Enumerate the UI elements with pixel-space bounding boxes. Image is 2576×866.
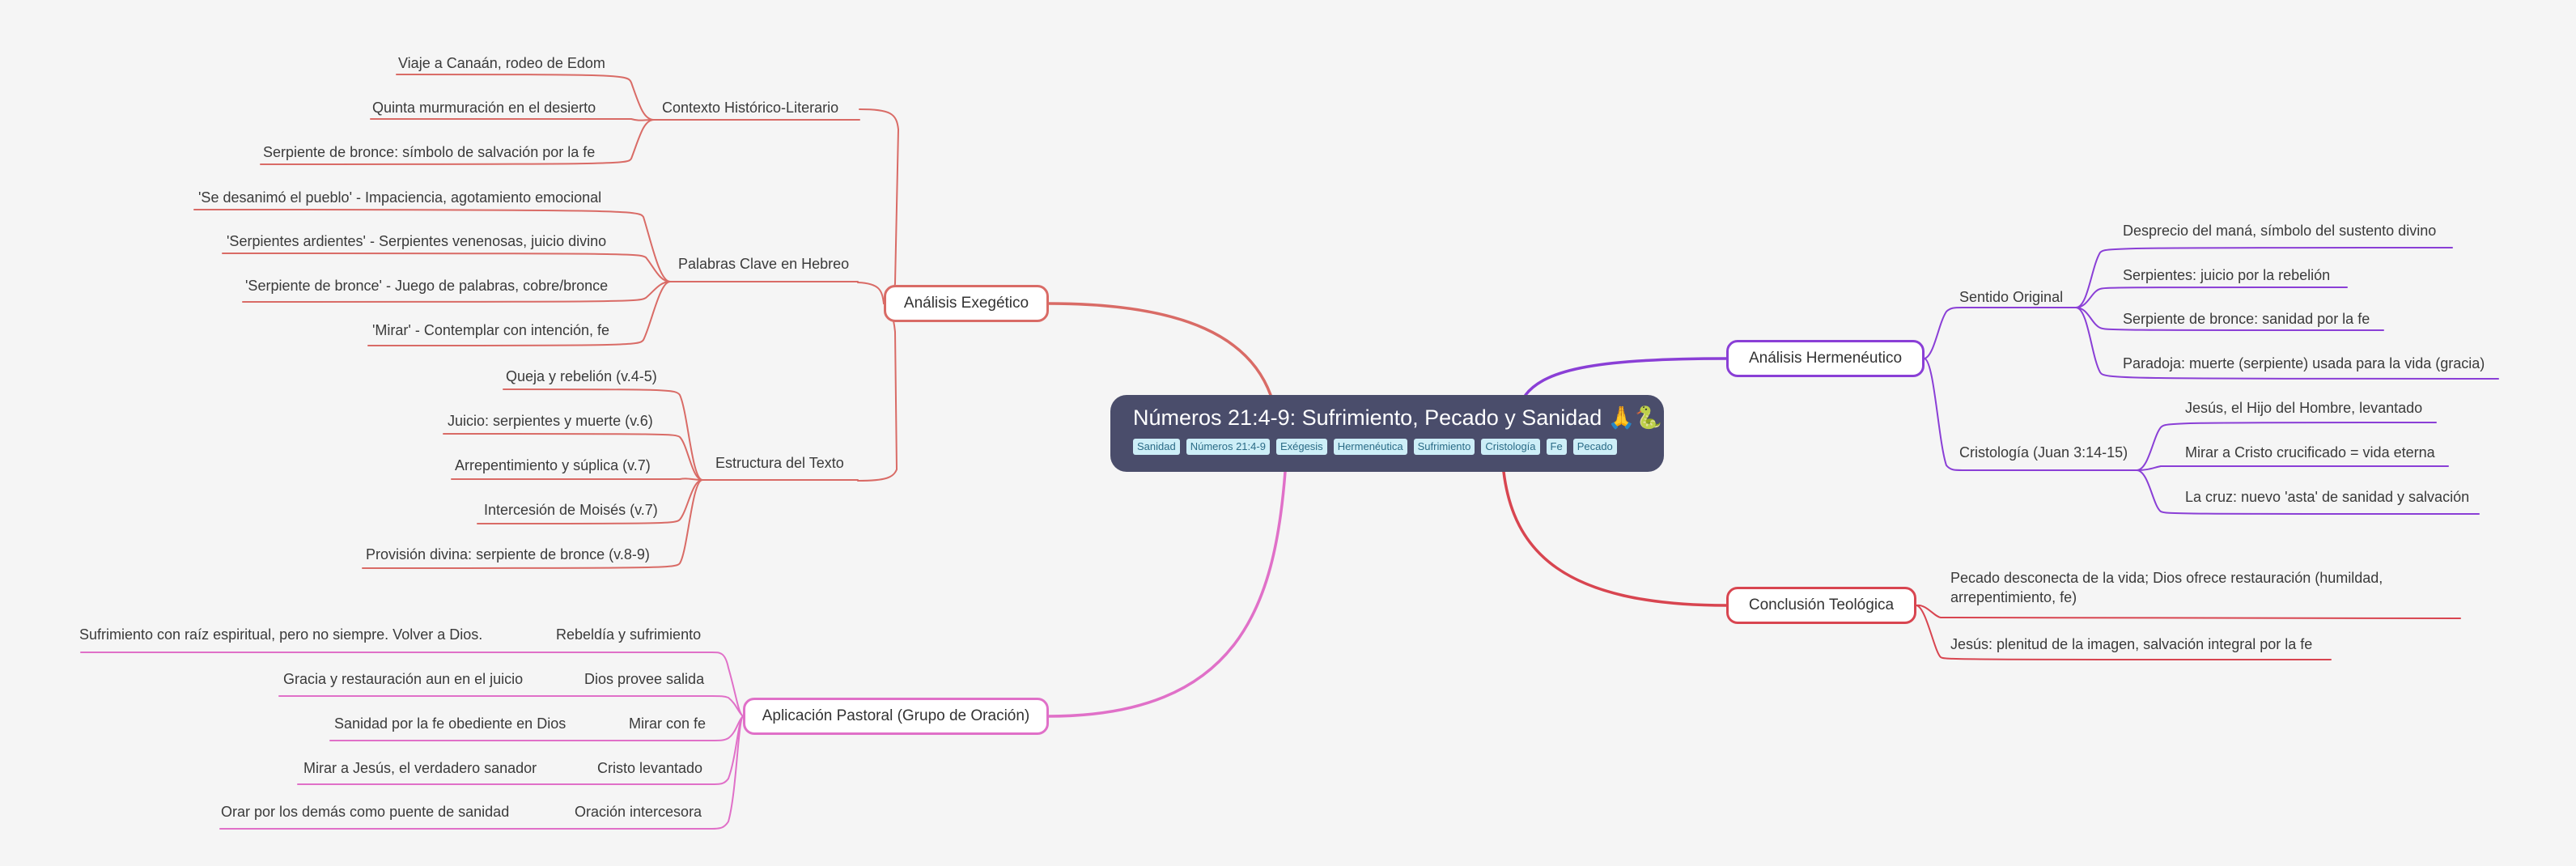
- pastoral-detail[interactable]: Sanidad por la fe obediente en Dios: [334, 715, 567, 732]
- link-root-exegetico: [1046, 302, 1272, 397]
- leaf-item[interactable]: Queja y rebelión (v.4-5): [506, 368, 657, 384]
- subnode-cristologia[interactable]: Cristología (Juan 3:14-15): [1959, 444, 2128, 461]
- leaf-item[interactable]: Provisión divina: serpiente de bronce (v…: [366, 546, 650, 562]
- tag[interactable]: Sufrimiento: [1413, 439, 1475, 455]
- leaf-item[interactable]: La cruz: nuevo 'asta' de sanidad y salva…: [2185, 489, 2470, 505]
- pastoral-label[interactable]: Dios provee salida: [584, 671, 705, 687]
- subnode-estructura[interactable]: Estructura del Texto: [715, 455, 844, 471]
- tag[interactable]: Exégesis: [1275, 439, 1327, 455]
- leaf-item[interactable]: Jesús, el Hijo del Hombre, levantado: [2185, 400, 2423, 416]
- leaf-item[interactable]: 'Serpiente de bronce' - Juego de palabra…: [245, 278, 609, 294]
- tag[interactable]: Números 21:4-9: [1186, 439, 1270, 455]
- leaf-item[interactable]: Serpientes: juicio por la rebelión: [2123, 267, 2331, 283]
- central-topic[interactable]: Números 21:4-9: Sufrimiento, Pecado y Sa…: [1110, 395, 1664, 472]
- pastoral-detail[interactable]: Sufrimiento con raíz espiritual, pero no…: [79, 626, 483, 643]
- leaf-item[interactable]: Viaje a Canaán, rodeo de Edom: [398, 55, 605, 71]
- pastoral-detail[interactable]: Orar por los demás como puente de sanida…: [221, 804, 510, 820]
- node-conclusion-teologica[interactable]: Conclusión Teológica: [1726, 587, 1916, 624]
- link-root-pastoral: [1046, 470, 1287, 718]
- link-exeg-palabras: [857, 282, 885, 304]
- leaf-item[interactable]: Intercesión de Moisés (v.7): [484, 502, 658, 518]
- node-analisis-hermeneutico[interactable]: Análisis Hermenéutico: [1726, 340, 1925, 377]
- link-herm-sentido: [1924, 307, 2077, 359]
- leaf-item[interactable]: Serpiente de bronce: símbolo de salvació…: [263, 144, 596, 160]
- leaf-item[interactable]: Mirar a Cristo crucificado = vida eterna: [2185, 444, 2435, 461]
- link-herm-cristologia: [1924, 358, 2137, 471]
- leaf-item[interactable]: Paradoja: muerte (serpiente) usada para …: [2123, 355, 2485, 371]
- leaf-item[interactable]: Juicio: serpientes y muerte (v.6): [448, 413, 653, 429]
- tag[interactable]: Cristología: [1481, 439, 1540, 455]
- subnode-contexto[interactable]: Contexto Histórico-Literario: [662, 100, 839, 116]
- pastoral-detail[interactable]: Gracia y restauración aun en el juicio: [283, 671, 524, 687]
- link-exeg-estructura: [857, 303, 898, 482]
- pastoral-label[interactable]: Rebeldía y sufrimiento: [556, 626, 702, 643]
- node-aplicacion-pastoral[interactable]: Aplicación Pastoral (Grupo de Oración): [743, 698, 1049, 735]
- link-exeg-contexto: [859, 108, 900, 304]
- link-root-conclusion: [1502, 470, 1728, 607]
- tag-list: Sanidad Números 21:4-9 Exégesis Hermenéu…: [1133, 439, 1643, 455]
- leaf-item[interactable]: 'Serpientes ardientes' - Serpientes vene…: [227, 233, 607, 249]
- tag[interactable]: Pecado: [1572, 439, 1617, 455]
- link-root-hermeneutico: [1524, 357, 1728, 397]
- leaf-item[interactable]: Desprecio del maná, símbolo del sustento…: [2123, 223, 2437, 239]
- pastoral-label[interactable]: Oración intercesora: [575, 804, 702, 820]
- leaf-item[interactable]: Arrepentimiento y súplica (v.7): [455, 457, 651, 473]
- leaf-item[interactable]: 'Mirar' - Contemplar con intención, fe: [372, 322, 609, 338]
- leaf-item[interactable]: Quinta murmuración en el desierto: [372, 100, 596, 116]
- pastoral-label[interactable]: Cristo levantado: [597, 760, 703, 776]
- leaf-item[interactable]: Jesús: plenitud de la imagen, salvación …: [1950, 636, 2313, 652]
- subnode-palabras-clave[interactable]: Palabras Clave en Hebreo: [678, 256, 850, 272]
- central-topic-title: Números 21:4-9: Sufrimiento, Pecado y Sa…: [1133, 405, 1663, 430]
- tag[interactable]: Fe: [1546, 439, 1567, 455]
- leaf-item[interactable]: 'Se desanimó el pueblo' - Impaciencia, a…: [198, 189, 602, 206]
- node-analisis-exegetico[interactable]: Análisis Exegético: [884, 285, 1049, 322]
- pastoral-label[interactable]: Mirar con fe: [629, 715, 707, 732]
- pastoral-detail[interactable]: Mirar a Jesús, el verdadero sanador: [303, 760, 537, 776]
- tag[interactable]: Hermenéutica: [1333, 439, 1407, 455]
- subnode-sentido-original[interactable]: Sentido Original: [1959, 289, 2064, 305]
- tag[interactable]: Sanidad: [1133, 439, 1180, 455]
- leaf-item[interactable]: Pecado desconecta de la vida; Dios ofrec…: [1950, 570, 2383, 605]
- leaf-item[interactable]: Serpiente de bronce: sanidad por la fe: [2123, 311, 2370, 327]
